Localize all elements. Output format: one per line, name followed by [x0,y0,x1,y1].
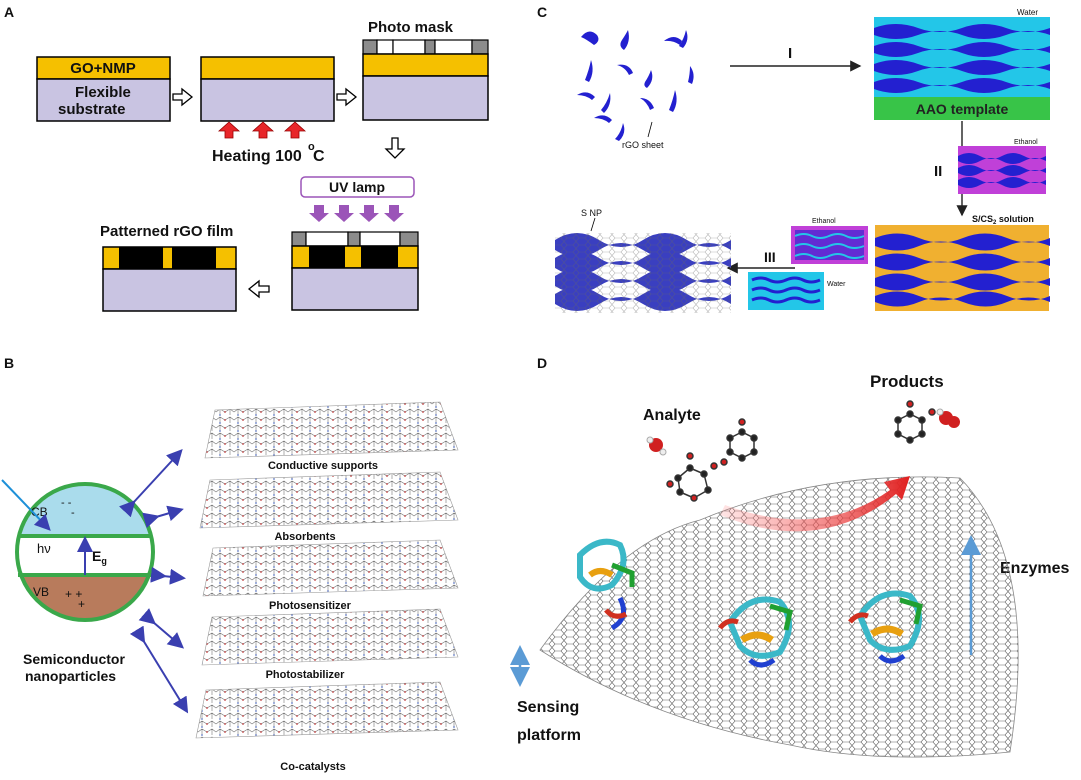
panel-letter-d: D [537,355,547,371]
step1-substrate: GO+NMP Flexible substrate [36,56,171,122]
link-arrow-2 [142,505,184,529]
panel-letter-c: C [537,4,547,20]
molecule-catechol-icon [720,418,758,466]
step5-patterned: Patterned rGO film [100,223,237,312]
molecule-h2o2-icon [936,408,960,428]
link-arrow-4 [138,608,185,649]
water-box-mid: Water [748,272,846,310]
step2-heating: Heating 100 o C [200,56,335,165]
heating-unit: C [313,148,325,165]
step4-uv: UV lamp [291,176,419,311]
water-mid-label: Water [827,281,846,288]
panel-letter-a: A [4,4,14,20]
analyte-label: Analyte [643,407,701,424]
heating-label: Heating 100 [212,148,302,165]
molecule-product-icon [894,400,936,444]
process-arrow-left [247,279,270,299]
link-arrow-1 [118,449,183,518]
reaction-arrow-icon [720,476,910,532]
photo-mask-label: Photo mask [368,19,454,36]
sheet-label-2: Absorbents [274,531,335,543]
graphene-sheet [195,681,459,739]
heat-arrow-icon [283,121,307,139]
process-arrow-2 [336,87,358,107]
step-label-1: I [788,45,792,62]
uv-arrow-icon [359,205,379,222]
sheet-label-4: Photostabilizer [266,669,346,681]
patterned-label: Patterned rGO film [100,223,233,240]
process-arrow-1 [172,87,194,107]
step-label-2: II [934,163,942,180]
uv-arrow-icon [384,205,404,222]
panel-b: B CB - - - VB + + + hν Eg Semiconductor … [1,355,459,773]
panel-letter-b: B [4,355,14,371]
water-top-label: Water [1017,8,1038,17]
enzyme-icon [577,538,635,631]
hv-label: hν [37,541,51,556]
panel-d: D Analyte Products Enzymes Sensing platf… [510,355,1069,758]
graphene-sheet [204,401,459,459]
graphene-platform [539,476,1019,758]
s-np-composite: S NP [555,208,731,313]
substrate-label-2: substrate [58,101,126,118]
semiconductor-circle: CB - - - VB + + + hν Eg [15,482,155,622]
degree-symbol: o [308,141,315,153]
products-label: Products [870,372,944,391]
process-arrow-down [384,137,406,159]
panel-a: A GO+NMP Flexible substrate Heating 100 … [4,4,489,312]
enzyme-icon [718,596,793,668]
svg-text:- -: - - [61,497,72,509]
enzymes-label: Enzymes [1000,560,1069,577]
aao-label: AAO template [916,101,1009,117]
graphene-sheet [201,608,459,666]
substrate-label-1: Flexible [75,84,131,101]
svg-text:+: + [78,597,85,611]
link-arrow-3 [150,566,186,585]
ethanol-mid-label: Ethanol [812,218,836,225]
light-arrow [1,479,51,531]
sheet-label-5: Co-catalysts [280,761,345,773]
svg-text:-: - [71,507,75,519]
sheet-label-3: Photosensitizer [269,600,352,612]
uv-lamp-label: UV lamp [329,179,385,195]
heat-arrow-icon [217,121,241,139]
sensing-label-1: Sensing [517,699,579,716]
step-label-3: III [764,249,776,265]
snp-label: S NP [581,208,602,218]
aao-template: AAO template Water [874,8,1050,120]
sheet-label-1: Conductive supports [268,460,378,472]
ethanol-right-label: Ethanol [1014,139,1038,146]
enzyme-icon [848,590,923,664]
uv-arrow-icon [334,205,354,222]
svg-text:+ +: + + [65,587,82,601]
semi-label-1: Semiconductor [23,651,125,667]
ethanol-box-right: Ethanol [958,139,1046,194]
uv-arrow-icon [309,205,329,222]
graphene-sheet [199,471,459,529]
ethanol-box-mid: Ethanol [791,218,868,264]
vb-label: VB [33,585,49,599]
link-arrow-5 [129,625,189,714]
heat-arrow-icon [251,121,275,139]
scs2-label: S/CS2 solution [972,214,1034,226]
panel-c: C rGO sheet I AAO [537,4,1050,313]
sensing-label-2: platform [517,727,581,744]
scs2-box: S/CS2 solution [875,214,1050,311]
molecule-water-icon [646,436,667,456]
step3-photomask: Photo mask [362,19,489,121]
semi-label-2: nanoparticles [25,668,116,684]
graphene-sheet [202,539,459,597]
go-nmp-label: GO+NMP [70,60,135,77]
eg-label: Eg [92,548,107,566]
rgo-sheets [577,30,694,141]
rgo-sheet-label: rGO sheet [622,140,664,150]
molecule-glucose-icon [666,452,718,502]
